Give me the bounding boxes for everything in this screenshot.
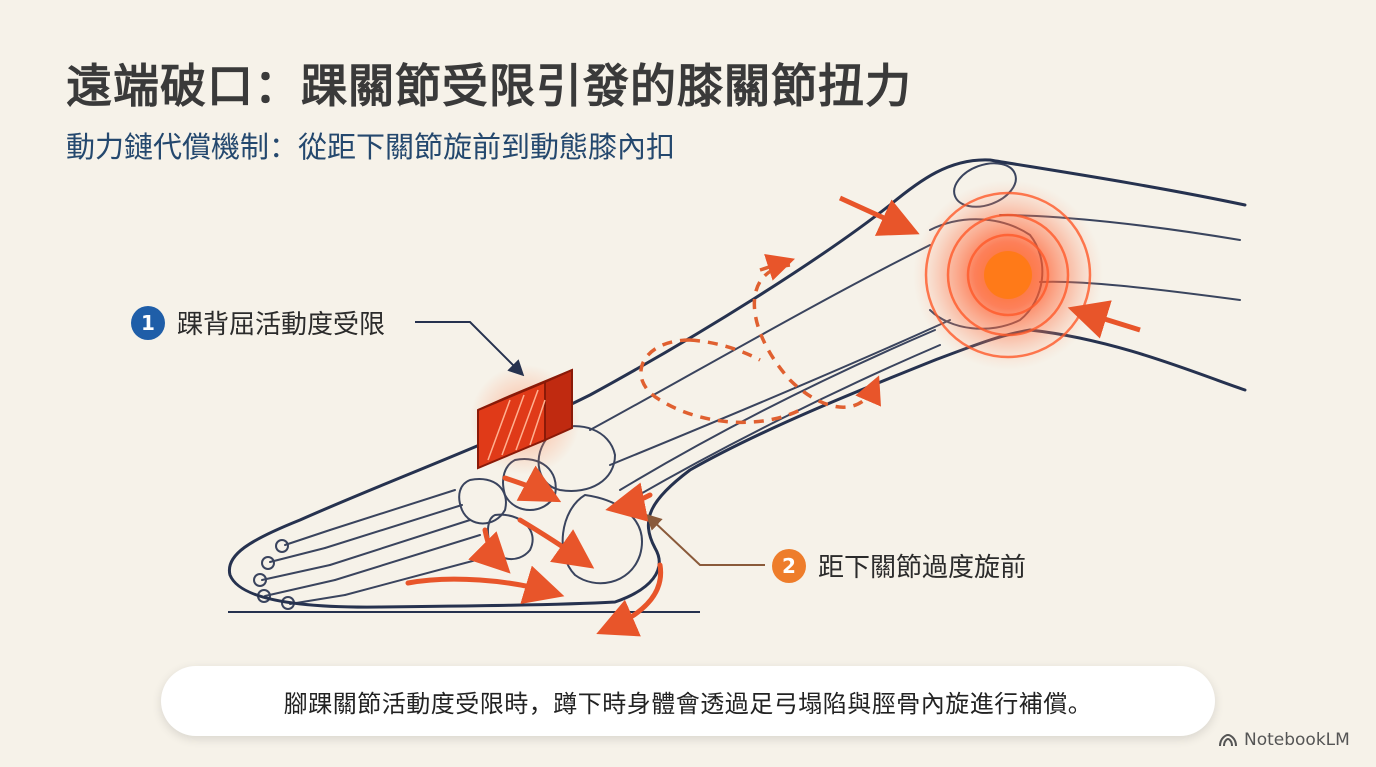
callout-2-leader — [645, 513, 765, 566]
page-subtitle: 動力鏈代償機制：從距下關節旋前到動態膝內扣 — [66, 130, 676, 164]
callout-1-badge: 1 — [131, 305, 165, 340]
callout-1-leader — [415, 321, 525, 377]
foot-pronation-arrows — [405, 465, 664, 637]
knee-arrow-lower — [1067, 300, 1141, 339]
notebooklm-logo-icon — [1218, 733, 1238, 747]
callout-ankle-dorsiflexion: 1 踝背屈活動度受限 — [131, 304, 385, 341]
tibia-rotation-arrows — [639, 253, 881, 425]
page-title: 遠端破口：踝關節受限引發的膝關節扭力 — [66, 59, 912, 113]
knee-pain-rings — [924, 191, 1092, 359]
caption-text: 腳踝關節活動度受限時，蹲下時身體會透過足弓塌陷與脛骨內旋進行補償。 — [283, 689, 1093, 718]
ankle-restriction-block — [477, 368, 573, 470]
brand-watermark: NotebookLM — [1218, 730, 1350, 750]
callout-2-badge: 2 — [772, 548, 806, 583]
callout-2-label: 距下關節過度旋前 — [818, 553, 1027, 583]
brand-name: NotebookLM — [1244, 730, 1350, 750]
knee-arrow-upper — [838, 195, 920, 236]
callout-1-label: 踝背屈活動度受限 — [177, 310, 386, 340]
bones — [253, 162, 1241, 610]
caption-box: 腳踝關節活動度受限時，蹲下時身體會透過足弓塌陷與脛骨內旋進行補償。 — [161, 666, 1215, 736]
leg-outline — [227, 158, 1247, 609]
callout-subtalar-pronation: 2 距下關節過度旋前 — [772, 547, 1026, 584]
